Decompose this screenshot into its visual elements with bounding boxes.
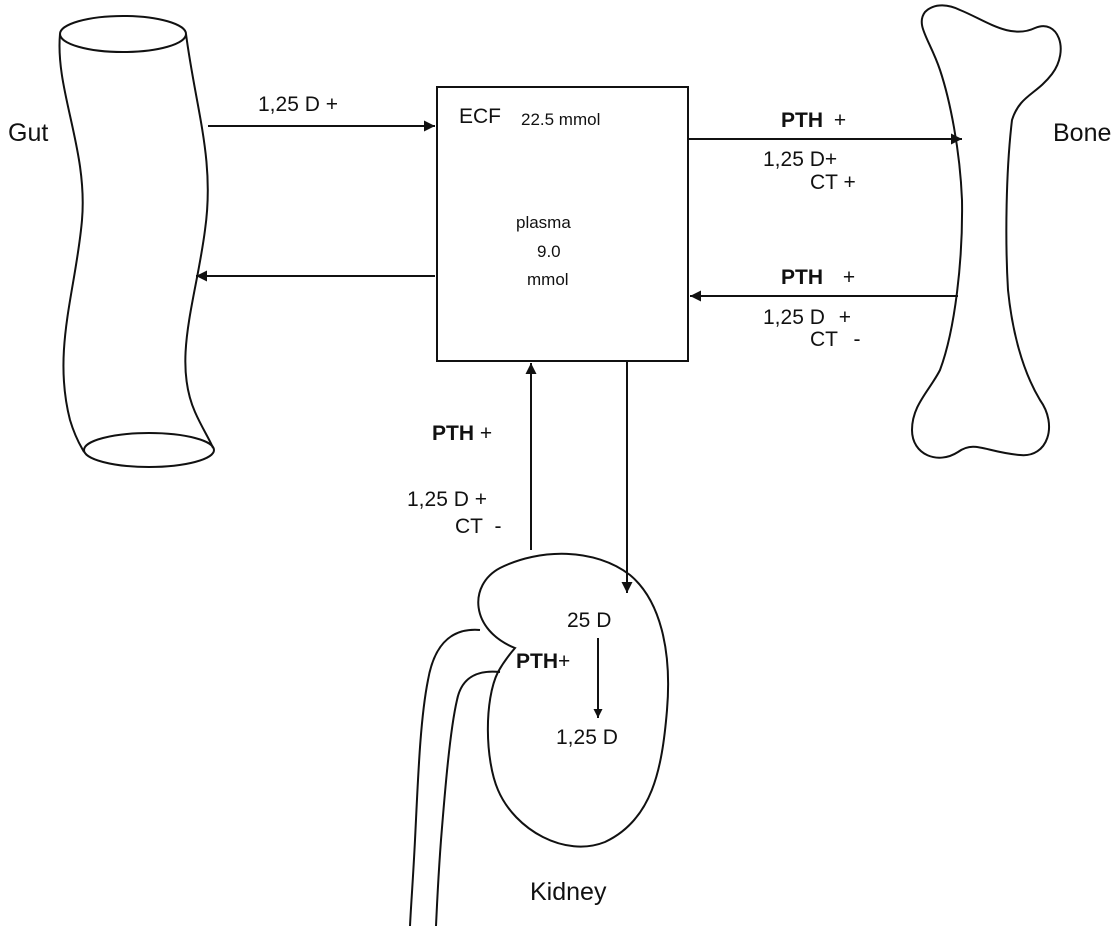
bone-in-d-sign: + xyxy=(825,148,837,171)
bone-out-ct-text: CT xyxy=(810,328,838,351)
kidney-pth-sign: + xyxy=(480,422,492,445)
kidney-d-sign: + xyxy=(475,488,487,511)
gut-label: Gut xyxy=(8,121,48,146)
kidney-illustration xyxy=(478,554,668,847)
plasma-value: 9.0 xyxy=(537,243,561,260)
kidney-conversion-pth-label: PTH+ xyxy=(516,651,570,672)
bone-in-pth-label: PTH + xyxy=(781,110,846,131)
bone-in-ct-sign: + xyxy=(843,171,855,194)
bone-label: Bone xyxy=(1053,121,1111,146)
ecf-amount: 22.5 mmol xyxy=(521,111,600,128)
kidney-125d-label: 1,25 D xyxy=(556,727,618,748)
ureter-outer xyxy=(410,630,480,926)
kidney-conversion-pth-text: PTH xyxy=(516,650,558,673)
gut-right-wall xyxy=(185,34,213,448)
bone-in-ct-text: CT xyxy=(810,171,838,194)
gut-arrow-d-label: 1,25 D + xyxy=(258,94,338,115)
gut-arrow-d-sign: + xyxy=(326,93,338,116)
plasma-unit: mmol xyxy=(527,271,569,288)
bone-in-d-label: 1,25 D+ xyxy=(763,149,837,170)
kidney-ct-text: CT xyxy=(455,515,483,538)
ureter-inner xyxy=(436,672,500,926)
kidney-ct-sign: - xyxy=(494,515,501,538)
kidney-pth-text: PTH xyxy=(432,422,474,445)
kidney-d-label: 1,25 D + xyxy=(407,489,487,510)
gut-left-wall xyxy=(59,34,84,452)
bone-out-d-text: 1,25 D xyxy=(763,306,825,329)
gut-top-opening xyxy=(60,16,186,52)
bone-out-d-label: 1,25 D + xyxy=(763,307,851,328)
gut-bottom-opening xyxy=(84,433,214,467)
bone-illustration xyxy=(912,5,1061,457)
kidney-25d-label: 25 D xyxy=(567,610,611,631)
bone-in-pth-text: PTH xyxy=(781,109,823,132)
kidney-label: Kidney xyxy=(530,880,606,905)
bone-out-d-sign: + xyxy=(839,306,851,329)
bone-out-pth-text: PTH xyxy=(781,266,823,289)
bone-in-ct-label: CT + xyxy=(810,172,856,193)
kidney-d-text: 1,25 D xyxy=(407,488,469,511)
gut-illustration xyxy=(59,16,214,467)
bone-out-ct-sign: - xyxy=(853,328,860,351)
kidney-ct-label: CT - xyxy=(455,516,501,537)
bone-in-d-text: 1,25 D xyxy=(763,148,825,171)
bone-out-ct-label: CT - xyxy=(810,329,860,350)
kidney-conversion-pth-sign: + xyxy=(558,650,570,673)
bone-out-pth-sign: + xyxy=(843,266,855,289)
kidney-pth-label: PTH + xyxy=(432,423,492,444)
plasma-label: plasma xyxy=(516,214,571,231)
bone-in-pth-sign: + xyxy=(834,109,846,132)
bone-out-pth-label: PTH + xyxy=(781,267,855,288)
gut-arrow-d-text: 1,25 D xyxy=(258,93,320,116)
ecf-label: ECF xyxy=(459,106,501,127)
